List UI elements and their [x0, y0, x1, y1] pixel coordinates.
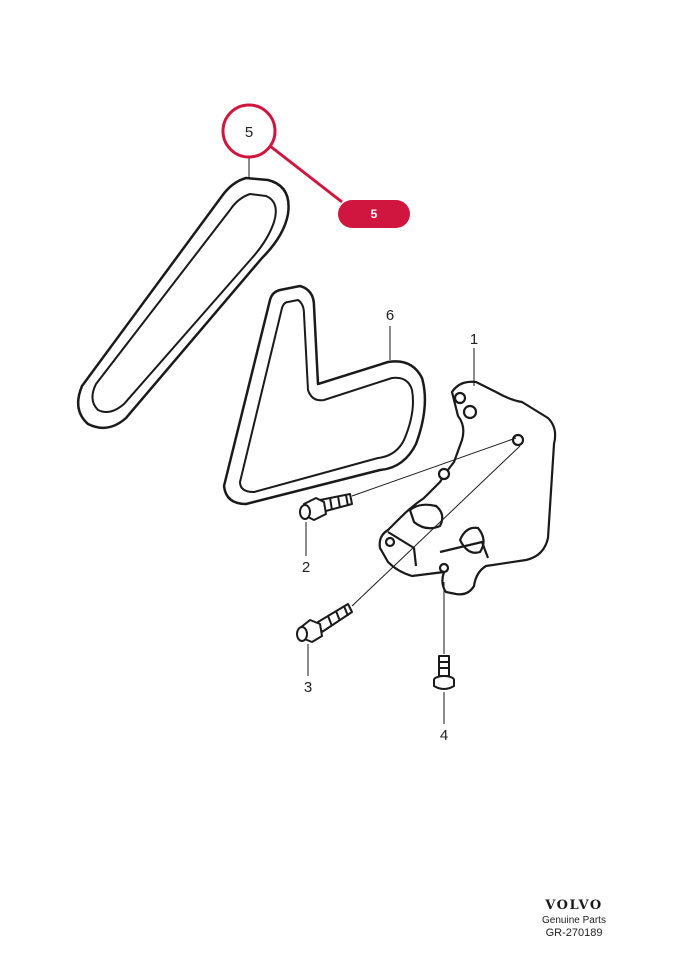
brand-logo: VOLVO [545, 898, 603, 913]
highlight-ring [221, 103, 277, 159]
brand-subtitle: Genuine Parts [542, 915, 606, 926]
leader-lines [248, 158, 521, 724]
highlight-connector [269, 144, 343, 204]
bolt-part-3[interactable] [296, 603, 353, 643]
belt-part-6[interactable] [222, 284, 427, 506]
highlight-callout-5[interactable]: 5 5 [221, 103, 410, 228]
callout-2: 2 [302, 559, 310, 576]
bolt-part-4[interactable] [433, 655, 455, 690]
belt-part-5[interactable] [76, 176, 290, 430]
callout-4: 4 [440, 727, 448, 744]
part-badge-label: 5 [371, 207, 378, 221]
callout-3: 3 [304, 679, 312, 696]
callout-6: 6 [386, 307, 394, 324]
callout-1: 1 [470, 331, 478, 348]
bolt-part-2[interactable] [299, 493, 353, 521]
brand-block: VOLVO Genuine Parts GR-270189 [529, 898, 619, 939]
part-badge[interactable] [338, 200, 410, 228]
callout-5: 5 [245, 124, 253, 141]
bracket-part-1[interactable] [378, 380, 557, 596]
diagram-code: GR-270189 [545, 927, 603, 939]
